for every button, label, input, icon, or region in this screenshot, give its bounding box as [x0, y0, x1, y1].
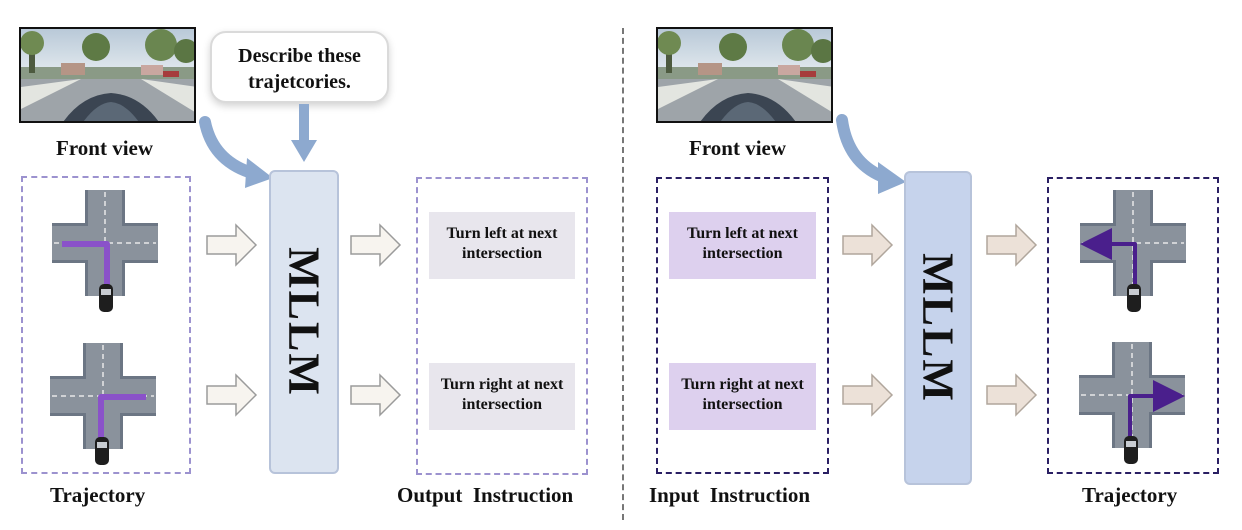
- hollow-arrow-5: [842, 223, 894, 267]
- front-view-label: Front view: [56, 136, 154, 160]
- output-instruction-label: Output Instruction: [397, 483, 574, 507]
- trajectory-input-box: [21, 176, 191, 474]
- trajectory-output-box: [1047, 177, 1219, 474]
- instruction-turn-left: Turn left at next intersection: [429, 212, 575, 279]
- mllm-block-left: MLLM: [269, 170, 339, 474]
- generated-trajectory-left: [1080, 190, 1186, 312]
- panel-divider: [622, 28, 624, 520]
- input-turn-right: Turn right at next intersection: [669, 363, 816, 430]
- input-instruction-label: Input Instruction: [649, 483, 811, 507]
- output-instruction-box: [416, 177, 588, 475]
- hollow-arrow-8: [986, 373, 1038, 417]
- front-view-label-right: Front view: [689, 136, 787, 160]
- prompt-text: Describe these trajetcories.: [238, 45, 361, 93]
- prompt-speech-bubble: Describe these trajetcories.: [210, 31, 389, 103]
- flow-arrow-bubble-to-model: [291, 104, 317, 162]
- hollow-arrow-4: [350, 373, 402, 417]
- flow-arrow-image-to-model-right: [836, 114, 906, 194]
- instruction-turn-right: Turn right at next intersection: [429, 363, 575, 430]
- generated-trajectory-right: [1079, 342, 1185, 464]
- front-view-image-right: [656, 27, 833, 123]
- front-view-image: [19, 27, 196, 123]
- trajectory-label-left: Trajectory: [50, 483, 146, 507]
- hollow-arrow-6: [842, 373, 894, 417]
- hollow-arrow-1: [206, 223, 258, 267]
- mllm-block-right: MLLM: [904, 171, 972, 485]
- hollow-arrow-2: [206, 373, 258, 417]
- trajectory-label-right: Trajectory: [1082, 483, 1178, 507]
- input-instruction-box: [656, 177, 829, 474]
- mllm-label-right: MLLM: [913, 253, 963, 403]
- mllm-label: MLLM: [279, 247, 329, 397]
- hollow-arrow-3: [350, 223, 402, 267]
- trajectory-right-turn: [50, 343, 156, 465]
- trajectory-left-turn: [52, 190, 158, 312]
- flow-arrow-image-to-model: [199, 116, 273, 188]
- input-turn-left: Turn left at next intersection: [669, 212, 816, 279]
- hollow-arrow-7: [986, 223, 1038, 267]
